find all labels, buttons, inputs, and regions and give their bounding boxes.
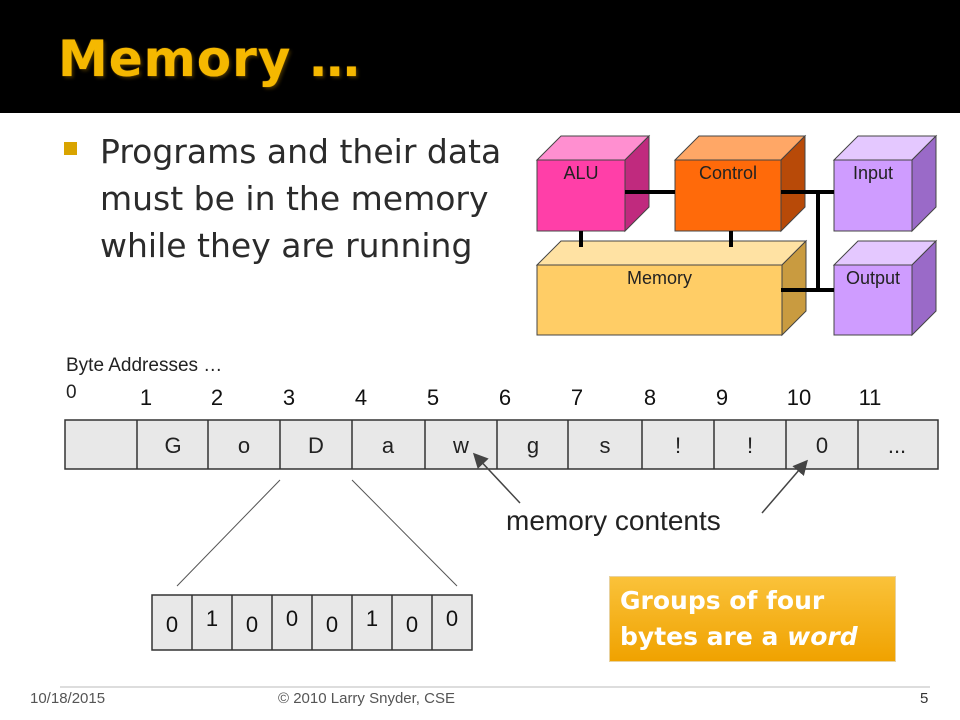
memory-contents-arrows [472, 452, 808, 514]
word-note-text: Groups of four bytes are a word [620, 583, 858, 655]
address-7: 7 [570, 385, 584, 410]
memory-cell: ... [887, 433, 907, 458]
memory-cell: g [526, 433, 540, 458]
bit-cell: 0 [245, 612, 259, 637]
bit-cell: 0 [285, 606, 299, 631]
bus-connectors [579, 190, 834, 292]
slide-title: Memory … [58, 30, 361, 88]
address-8: 8 [643, 385, 657, 410]
alu-box [535, 134, 651, 233]
output-label: Output [845, 268, 901, 288]
address-5: 5 [426, 385, 440, 410]
memory-cell: w [453, 433, 469, 458]
bit-cell: 1 [365, 606, 379, 631]
control-label: Control [698, 163, 758, 183]
output-box [832, 239, 938, 337]
byte-expansion-lines [176, 479, 458, 587]
memory-cell: ! [746, 433, 754, 458]
control-box [673, 134, 807, 233]
bit-cell: 0 [325, 612, 339, 637]
word-note-line-1: Groups of four [620, 586, 825, 615]
address-11: 11 [858, 385, 882, 410]
bit-strip [151, 594, 473, 651]
bit-cell: 1 [205, 606, 219, 631]
footer-date: 10/18/2015 [30, 690, 106, 707]
memory-box [535, 239, 808, 337]
address-6: 6 [498, 385, 512, 410]
memory-cell: ! [674, 433, 682, 458]
word-note-line-2: bytes are a word [620, 619, 858, 655]
title-bar [0, 0, 960, 113]
word-note-prefix: bytes are a [620, 622, 788, 651]
address-9: 9 [715, 385, 729, 410]
memory-contents-label: memory contents [506, 505, 721, 536]
memory-cell: 0 [815, 433, 829, 458]
input-box [832, 134, 938, 233]
bit-cell: 0 [165, 612, 179, 637]
byte-addresses-label: Byte Addresses … [66, 355, 223, 376]
address-4: 4 [354, 385, 368, 410]
address-2: 2 [210, 385, 224, 410]
memory-label: Memory [626, 268, 692, 288]
input-label: Input [852, 163, 894, 183]
address-zero: 0 [66, 382, 77, 403]
bullet-line-3: while they are running [100, 226, 473, 265]
memory-cell: G [164, 433, 182, 458]
word-note-emphasis: word [787, 622, 858, 651]
memory-cell: o [237, 433, 251, 458]
bullet-text: Programs and their data must be in the m… [100, 128, 540, 269]
memory-cell: s [599, 433, 611, 458]
address-3: 3 [282, 385, 296, 410]
bullet-square-icon [64, 142, 77, 155]
alu-label: ALU [563, 163, 599, 183]
memory-cell: a [381, 433, 395, 458]
memory-cell: D [308, 433, 324, 458]
bullet-line-2: must be in the memory [100, 179, 489, 218]
footer-copyright: © 2010 Larry Snyder, CSE [278, 690, 455, 707]
footer-page-number: 5 [920, 690, 929, 707]
address-1: 1 [139, 385, 153, 410]
word-note-box [609, 576, 896, 662]
address-10: 10 [786, 385, 812, 410]
bit-cell: 0 [445, 606, 459, 631]
bullet-line-1: Programs and their data [100, 132, 502, 171]
bit-cell: 0 [405, 612, 419, 637]
